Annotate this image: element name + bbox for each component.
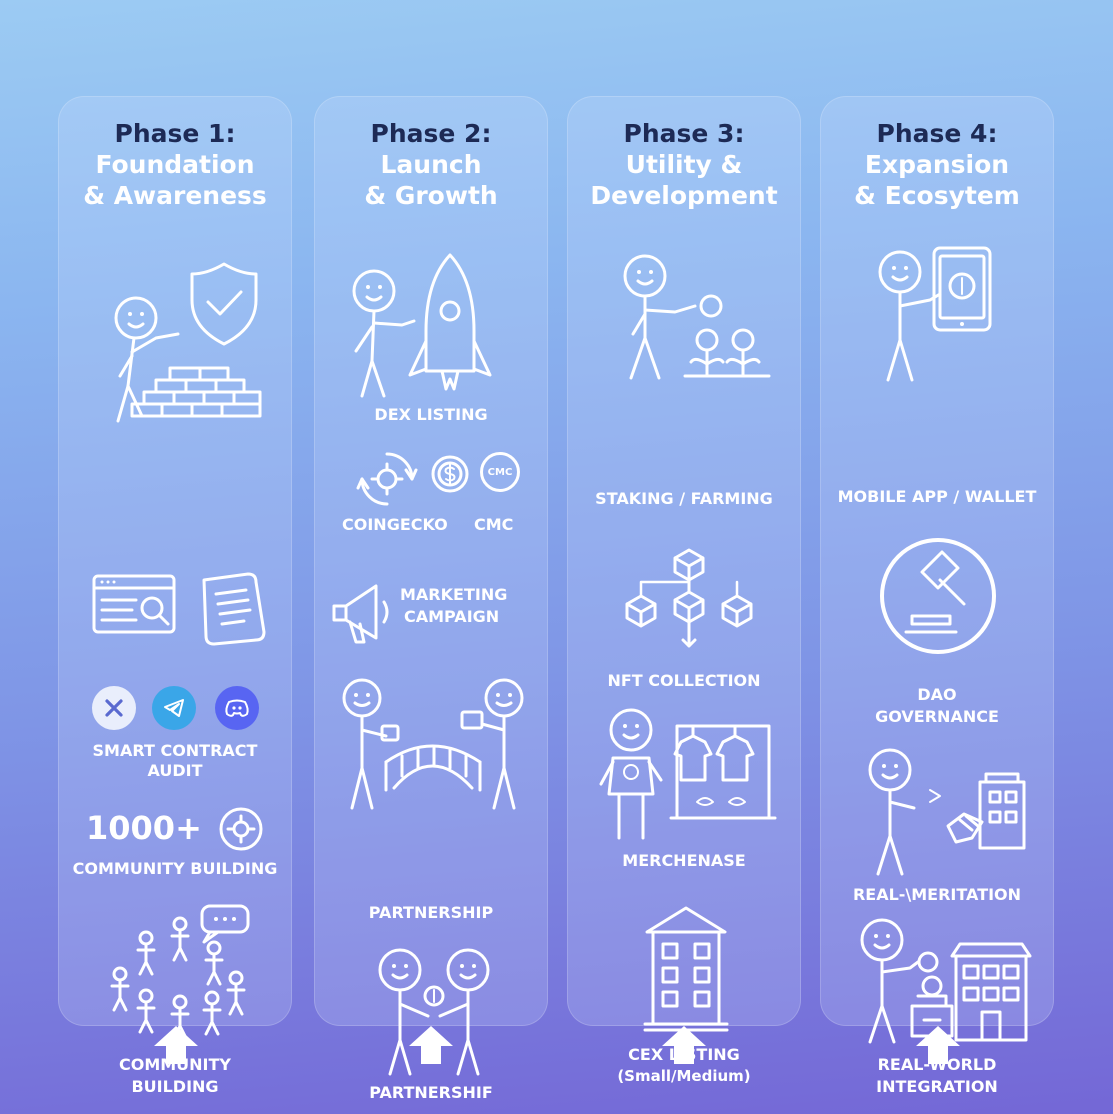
cex-size-label: (Small/Medium)	[617, 1067, 751, 1085]
dex-listing-label: DEX LISTING	[374, 405, 488, 424]
phase-1-label: Phase 1:	[114, 119, 236, 148]
coin-icon	[431, 455, 469, 493]
audit-label: AUDIT	[147, 761, 203, 780]
cmc-icon: CMC	[480, 452, 520, 492]
up-arrow-icon	[662, 1026, 706, 1064]
real-meritation-label: REAL-\MERITATION	[852, 885, 1022, 904]
discord-icon[interactable]	[215, 686, 259, 730]
refresh-gear-icon	[219, 807, 263, 851]
partnership-bridge-icon	[342, 678, 524, 810]
phase-4-title: Phase 4: Expansion & Ecosytem	[820, 118, 1054, 211]
phase-1-column: Phase 1: Foundation & Awareness	[58, 96, 292, 1096]
phase-2-name-line2: & Growth	[364, 181, 498, 210]
phase-2-name-line1: Launch	[380, 150, 482, 179]
phase-3-name-line1: Utility &	[625, 150, 743, 179]
phase-2-column: Phase 2: Launch & Growth DEX LISTING CMC…	[314, 96, 548, 1102]
merchandise-rack-icon	[599, 708, 777, 840]
dao-label: DAO	[917, 685, 957, 704]
phase-3-label: Phase 3:	[623, 119, 745, 148]
real-world-label: REAL-WORLD	[877, 1055, 997, 1074]
bank-building-icon	[643, 906, 729, 1032]
campaign-label: CAMPAIGN	[404, 607, 500, 626]
audit-document-icon	[92, 572, 266, 646]
phase-3-column: Phase 3: Utility & Development STAKING /…	[567, 96, 801, 1085]
staking-farming-label: STAKING / FARMING	[595, 489, 773, 508]
coingecko-icon	[356, 452, 418, 506]
nft-cubes-icon	[625, 548, 753, 648]
up-arrow-icon	[916, 1026, 960, 1064]
gavel-icon	[880, 538, 996, 654]
x-icon[interactable]	[92, 686, 136, 730]
smart-contract-label: SMART CONTRACT	[92, 741, 258, 760]
community-count: 1000+	[86, 809, 202, 847]
coingecko-label: COINGECKO	[342, 515, 448, 534]
builder-shield-icon	[114, 262, 262, 423]
handshake-coin-icon	[378, 948, 490, 1076]
governance-label: GOVERNANCE	[875, 707, 999, 726]
up-arrow-icon	[409, 1026, 453, 1064]
phase-1-name-line1: Foundation	[95, 150, 255, 179]
integration-label: INTEGRATION	[876, 1077, 998, 1096]
phase-1-name-line2: & Awareness	[83, 181, 267, 210]
partnership-label-2: PARTNERSHIF	[369, 1083, 493, 1102]
real-world-handshake-icon	[868, 748, 1026, 876]
phase-3-title: Phase 3: Utility & Development	[567, 118, 801, 211]
partnership-label: PARTNERSHIP	[368, 903, 494, 922]
phase-4-name-line1: Expansion	[864, 150, 1010, 179]
building-label: BUILDING	[131, 1077, 219, 1096]
community-label: COMMUNITY	[118, 1055, 232, 1074]
marketing-label: MARKETING	[400, 585, 508, 604]
phase-3-name-line2: Development	[590, 181, 778, 210]
phase-2-label: Phase 2:	[370, 119, 492, 148]
cmc-label: CMC	[474, 515, 514, 534]
phase-2-title: Phase 2: Launch & Growth	[314, 118, 548, 211]
up-arrow-icon	[154, 1026, 198, 1064]
community-group-icon	[110, 904, 250, 1040]
nft-collection-label: NFT COLLECTION	[607, 671, 761, 690]
phase-4-name-line2: & Ecosytem	[854, 181, 1020, 210]
phase-1-title: Phase 1: Foundation & Awareness	[58, 118, 292, 211]
phase-4-label: Phase 4:	[876, 119, 998, 148]
rocket-launch-icon	[352, 253, 492, 398]
staking-plant-icon	[623, 254, 771, 380]
community-building-label: COMMUNITY BUILDING	[72, 859, 278, 878]
mobile-app-icon	[878, 246, 992, 382]
phase-4-column: Phase 4: Expansion & Ecosytem MOBILE APP…	[820, 96, 1054, 1096]
real-world-integration-icon	[860, 918, 1032, 1044]
mobile-app-wallet-label: MOBILE APP / WALLET	[837, 487, 1037, 506]
merchandise-label: MERCHENASE	[622, 851, 746, 870]
telegram-icon[interactable]	[152, 686, 196, 730]
cmc-icon-text: CMC	[487, 466, 513, 478]
megaphone-icon	[332, 584, 389, 644]
